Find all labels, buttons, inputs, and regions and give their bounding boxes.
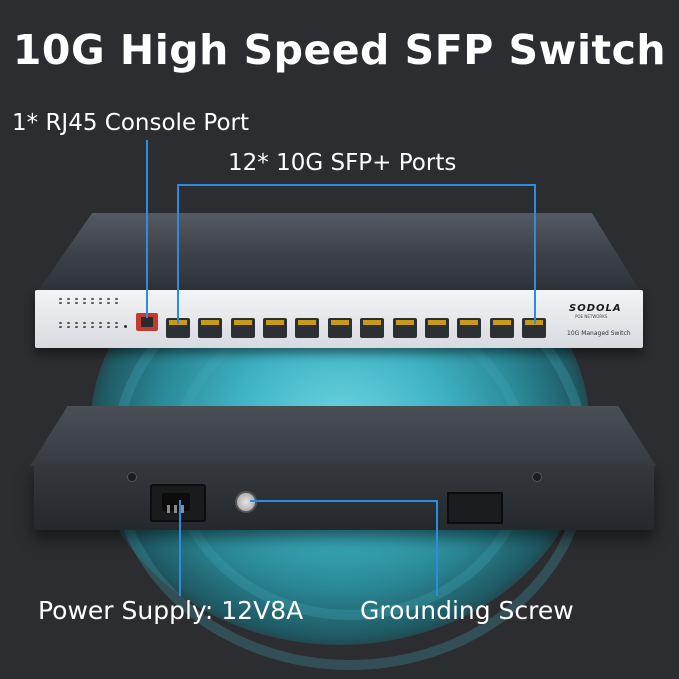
rear-vent-plate <box>447 492 503 524</box>
ground-callout-h <box>250 500 438 502</box>
led-group-bottom <box>59 322 120 328</box>
sfp-port-icon <box>424 318 449 338</box>
sfp-port-icon <box>489 318 514 338</box>
sfp-port-icon <box>263 318 288 338</box>
console-port-label: 1* RJ45 Console Port <box>12 110 249 136</box>
ground-callout-v <box>436 500 438 596</box>
grounding-screw-label: Grounding Screw <box>360 596 574 625</box>
screw-icon <box>127 472 137 482</box>
model-label: 10G Managed Switch <box>567 330 631 337</box>
sfp-port-icon <box>327 318 352 338</box>
rear-top-panel <box>30 406 656 466</box>
rear-back-panel <box>34 466 654 530</box>
sfp-bracket-left <box>177 184 179 324</box>
screw-icon <box>532 472 542 482</box>
power-supply-label: Power Supply: 12V8A <box>38 596 304 625</box>
console-callout-line <box>146 140 148 318</box>
sfp-port-icon <box>457 318 482 338</box>
sfp-bracket-top <box>177 184 535 186</box>
sfp-port-icon <box>198 318 223 338</box>
brand-subtitle: POE NETWORKS <box>575 314 608 319</box>
sfp-port-icon <box>360 318 385 338</box>
power-callout-line <box>179 500 181 596</box>
sfp-port-icon <box>230 318 255 338</box>
switch-top-panel <box>38 213 640 291</box>
page-title: 10G High Speed SFP Switch <box>12 26 667 74</box>
power-socket-icon <box>150 484 206 522</box>
brand-logo: SODOLA <box>569 303 622 314</box>
sfp-bracket-right <box>534 184 536 324</box>
sfp-ports-label: 12* 10G SFP+ Ports <box>228 150 457 176</box>
sfp-port-icon <box>392 318 417 338</box>
led-group-top <box>59 298 120 304</box>
reset-button-dot <box>124 325 127 328</box>
rj45-port-icon <box>136 313 158 331</box>
ground-screw-icon <box>235 491 257 513</box>
sfp-port-icon <box>295 318 320 338</box>
